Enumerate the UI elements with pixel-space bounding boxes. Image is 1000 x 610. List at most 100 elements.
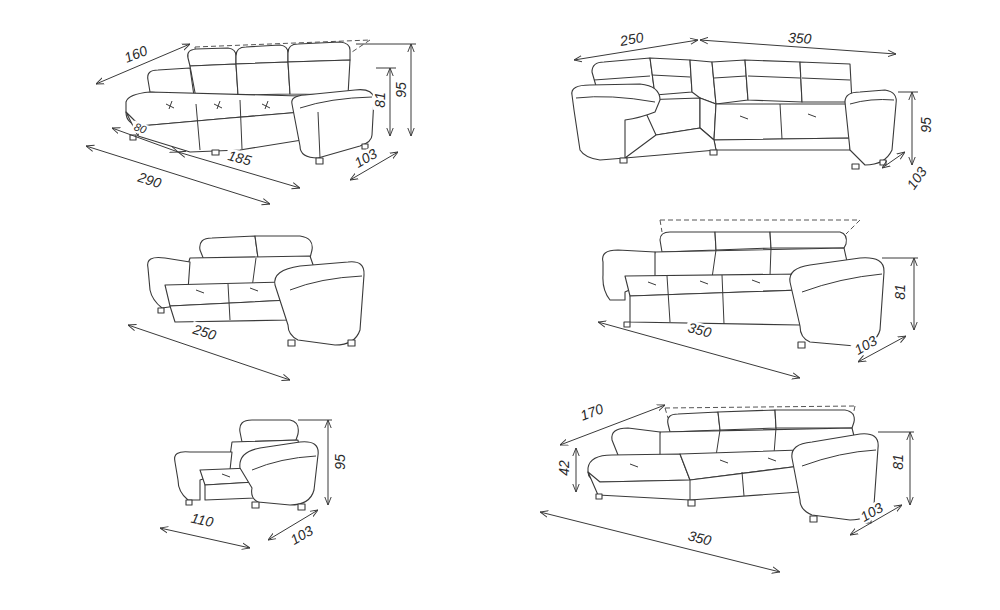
sofa-outline [878, 432, 914, 433]
sofa-outline [594, 75, 850, 80]
sofa-leg [810, 516, 817, 522]
sofa-outline [275, 262, 364, 345]
dimension-line [160, 528, 250, 548]
sofa-outline [255, 236, 312, 258]
dimension-line [560, 405, 665, 445]
sofa-outline [356, 44, 416, 68]
sofa-outline [745, 60, 802, 102]
dimension-line [390, 68, 391, 136]
sofa-outline [715, 232, 771, 250]
sofa-leg [620, 158, 627, 163]
dimension-label: 103 [351, 145, 382, 171]
dimension-line [910, 432, 911, 505]
sofa-three-seat [598, 220, 918, 378]
corner-sofa [572, 40, 918, 169]
dimension-label: 80 [130, 120, 149, 136]
sofa-outline [740, 104, 816, 139]
sofa-outline [630, 458, 776, 500]
sofa-leg [316, 158, 323, 164]
sofa-leg [348, 340, 355, 346]
dimension-line [912, 92, 913, 165]
sofa-outline [850, 100, 894, 105]
sofa-outline [588, 466, 800, 500]
sofa-outline [898, 92, 918, 93]
sofa-outline [126, 112, 302, 152]
dimension-label: 103 [851, 332, 882, 358]
sofa-leg [624, 322, 630, 327]
dimension-label: 250 [617, 30, 646, 49]
dimension-line [86, 146, 270, 204]
sofa-leg [880, 160, 886, 165]
sofa-outline [138, 100, 242, 150]
sofa-outline [222, 474, 230, 477]
sofa-outline [845, 90, 896, 165]
sofa-outline [166, 101, 270, 109]
sofa-outline [802, 450, 876, 466]
dimension-label: 81 [893, 282, 907, 302]
sofa-outline [712, 60, 748, 104]
dimension-label: 170 [577, 401, 607, 424]
dimension-line [882, 152, 905, 168]
sofa-outline [290, 276, 362, 290]
sofa-outline [298, 420, 332, 421]
dimension-label: 290 [135, 169, 165, 190]
sofa-outline [252, 456, 316, 470]
sofa-leg [852, 164, 859, 169]
sofa-outline [288, 60, 350, 95]
sofa-outline [714, 138, 850, 150]
dimension-label: 250 [190, 321, 220, 343]
sofa-leg [158, 308, 164, 313]
sofa-outline [188, 48, 236, 66]
sofa-outline [200, 236, 258, 260]
sofa-leg [212, 150, 219, 155]
sofa-outline [240, 420, 299, 442]
sofa-outline [775, 410, 854, 428]
sofa-outline [660, 232, 716, 252]
sofa-outline [882, 258, 918, 259]
sofa-outline [802, 274, 882, 292]
sofa-outline [625, 128, 716, 158]
sofa-outline [714, 104, 850, 140]
sofa-outline [236, 45, 288, 64]
sofa-outline [576, 97, 655, 102]
sofa-outline [292, 90, 374, 158]
sofa-leg [688, 500, 695, 506]
dimension-line [411, 44, 412, 136]
dimension-line [328, 420, 329, 505]
sofa-leg [596, 494, 602, 499]
sofa-outline [770, 232, 846, 248]
dimension-label: 350 [786, 30, 814, 46]
dimension-label: 350 [685, 528, 715, 548]
armchair [160, 420, 332, 548]
corner-sofa-left-chaise [86, 40, 416, 204]
sofa-outline [236, 62, 290, 95]
sofa-leg [252, 502, 259, 508]
sofa-leg [288, 340, 295, 346]
sofa-outline [790, 258, 884, 346]
dimension-label: 350 [685, 320, 715, 341]
dimension-label: 81 [373, 90, 387, 110]
sofa-outline [668, 412, 720, 432]
dimension-line [914, 258, 915, 330]
dimension-label: 95 [394, 80, 408, 100]
dimension-line [576, 448, 577, 492]
sofa-leg [186, 500, 192, 505]
dimension-label: 160 [121, 42, 152, 65]
sofa-leg [298, 504, 305, 510]
dimension-label: 103 [903, 163, 930, 193]
dimension-label: 103 [287, 522, 318, 548]
sofa-leg [710, 150, 717, 155]
sofa-outline [572, 84, 660, 160]
sofa-two-seat [128, 236, 364, 380]
sofa-outline [300, 97, 372, 158]
corner-sofa-left-chaise [540, 405, 914, 572]
sofa-outline [240, 442, 318, 505]
dimension-label: 81 [891, 452, 905, 472]
sofa-outline [205, 482, 255, 500]
sofa-outline [800, 62, 852, 102]
dimension-label: 185 [225, 148, 255, 169]
dimension-label: 95 [333, 452, 347, 472]
